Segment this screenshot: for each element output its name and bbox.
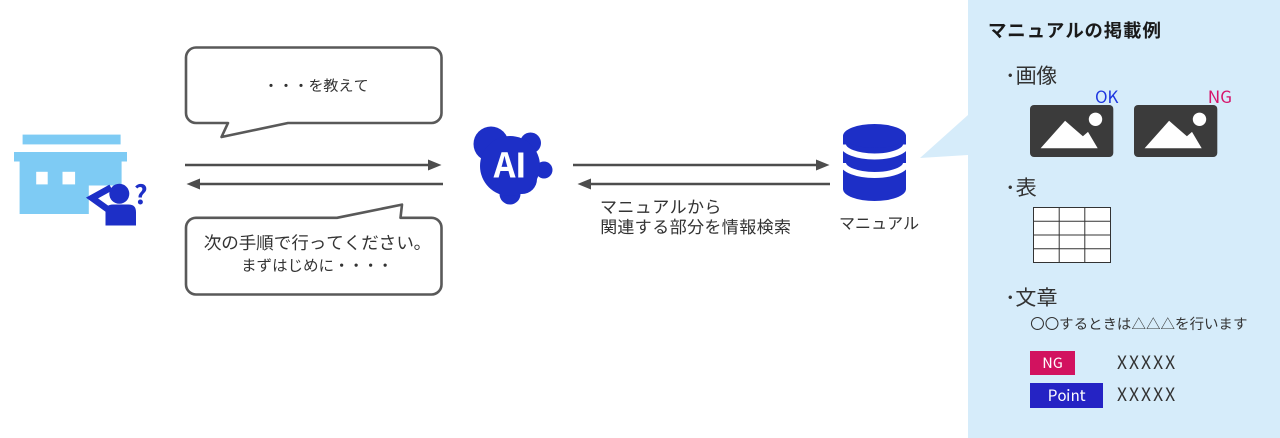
svg-text:AI: AI <box>493 139 526 188</box>
svg-text:?: ? <box>134 175 147 212</box>
